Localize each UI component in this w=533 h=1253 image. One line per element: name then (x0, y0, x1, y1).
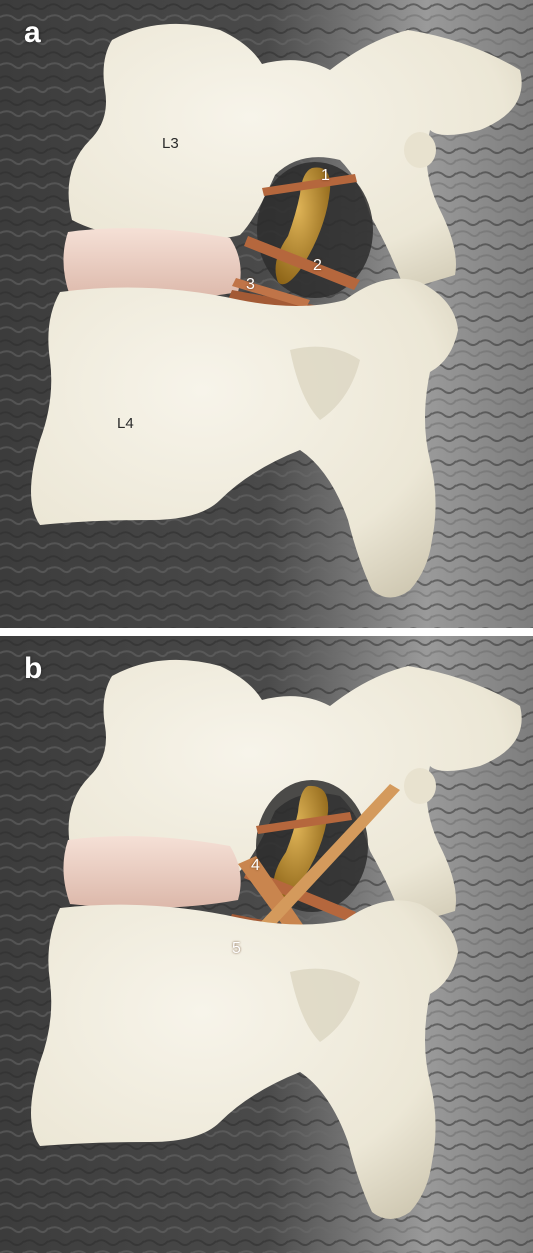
ligament-label-3: 3 (246, 276, 255, 294)
panel-b-illustration (0, 636, 533, 1253)
vertebra-label-l4: L4 (117, 415, 134, 432)
panel-a: a L3 L4 1 2 3 (0, 0, 533, 628)
ligament-label-2: 2 (313, 257, 322, 275)
ligament-label-1: 1 (321, 167, 330, 185)
vertebra-label-l3: L3 (162, 135, 179, 152)
l3-facet (404, 768, 436, 804)
panel-letter: a (24, 16, 41, 50)
ligament-label-4: 4 (251, 857, 260, 875)
panel-b: b 4 5 (0, 636, 533, 1253)
panel-letter: b (24, 652, 42, 686)
ligament-label-5: 5 (232, 940, 241, 958)
intervertebral-disc (63, 836, 240, 908)
panel-a-illustration (0, 0, 533, 628)
l3-facet (404, 132, 436, 168)
